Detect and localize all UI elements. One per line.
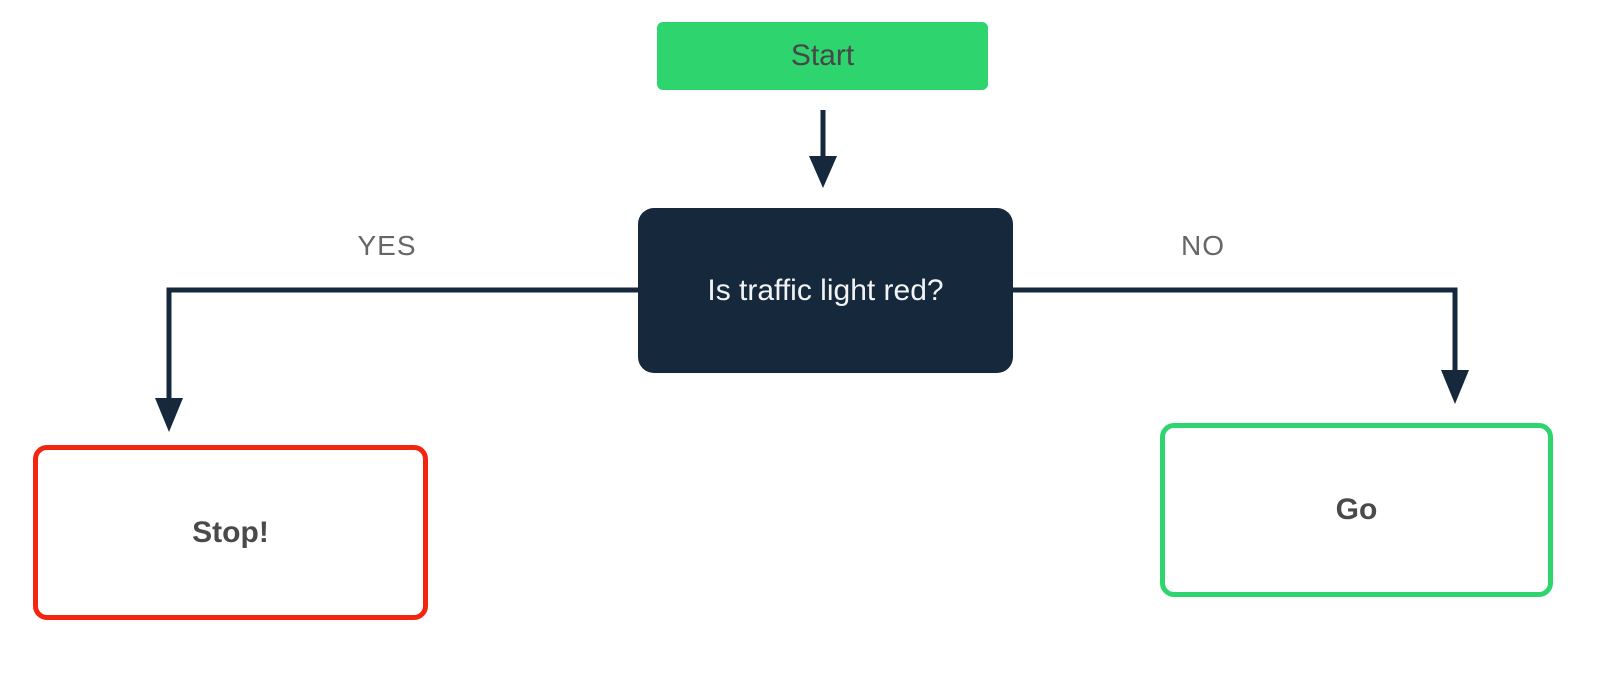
edge-label-yes: YES (357, 230, 417, 261)
no-arrow-line (1013, 287, 1458, 372)
edge-start-to-decision (809, 110, 837, 188)
edge-label-no: NO (1181, 230, 1225, 261)
node-decision-label: Is traffic light red? (707, 273, 944, 307)
node-start-label: Start (790, 39, 855, 72)
arrow-down-icon (809, 156, 837, 188)
yes-arrow-line (166, 287, 638, 400)
arrow-down-icon (155, 398, 183, 432)
edge-yes-connector (155, 287, 638, 432)
node-stop-label: Stop! (192, 515, 269, 549)
node-stop[interactable]: Stop! (33, 445, 428, 620)
node-go[interactable]: Go (1160, 423, 1553, 597)
arrow-down-icon (1441, 370, 1469, 404)
edge-no-connector (1013, 287, 1469, 404)
node-decision[interactable]: Is traffic light red? (638, 208, 1013, 373)
node-start[interactable]: Start (657, 22, 988, 90)
node-go-label: Go (1335, 493, 1378, 526)
